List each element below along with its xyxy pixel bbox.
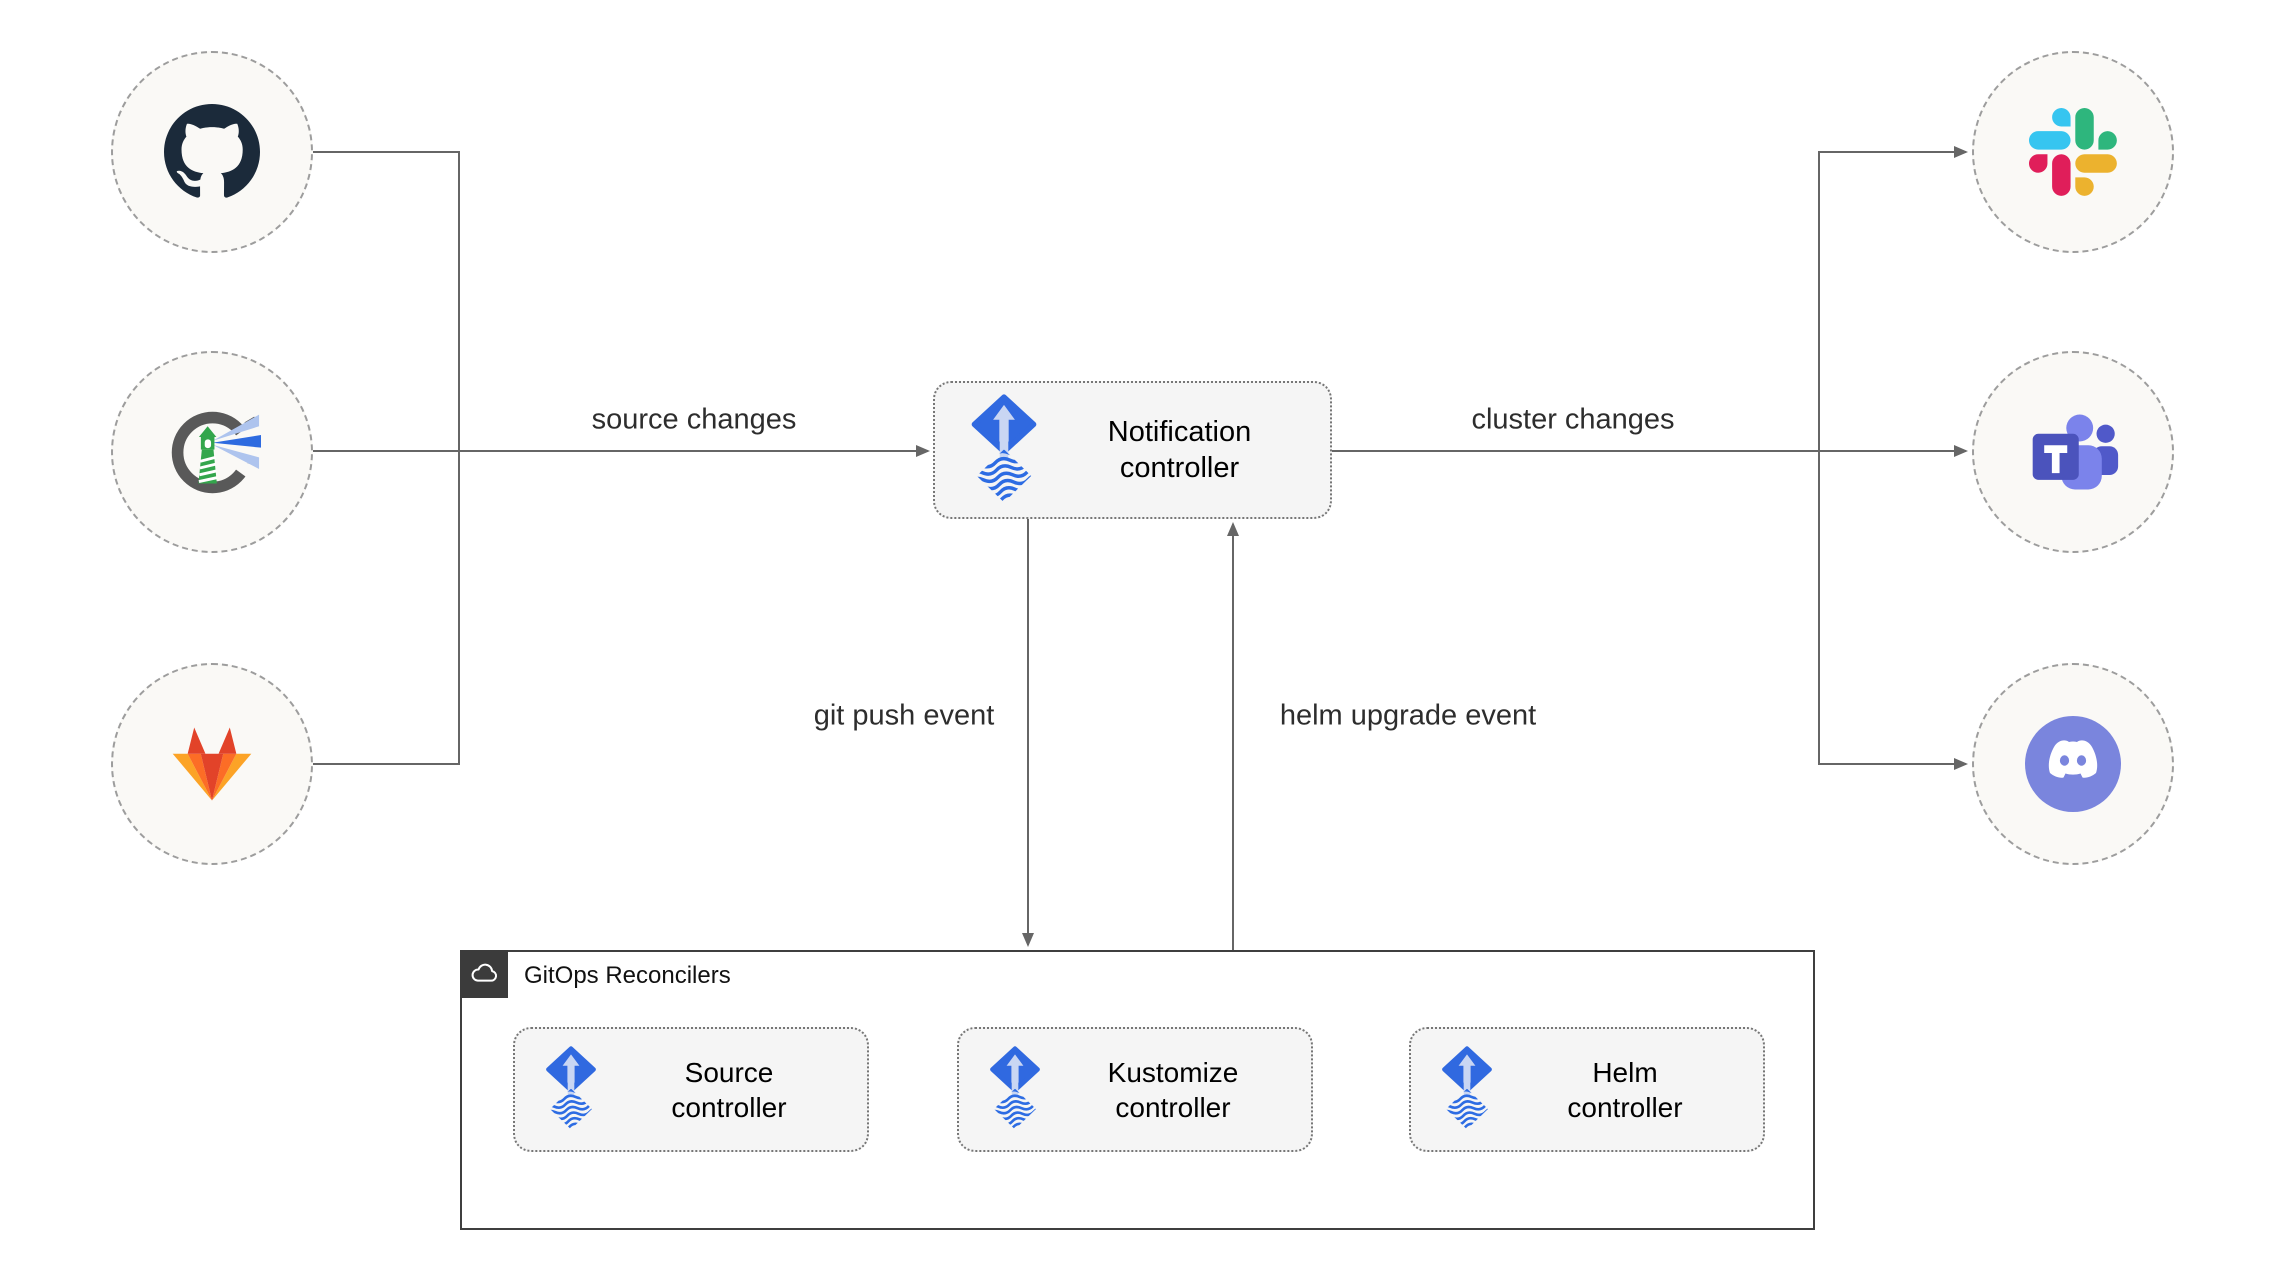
git-push-event-label: git push event bbox=[813, 699, 995, 732]
harbor-node bbox=[111, 351, 313, 553]
slack-node bbox=[1972, 51, 2174, 253]
notification-controller-label: Notification controller bbox=[1107, 416, 1252, 484]
edge-sources-trunk bbox=[313, 151, 460, 765]
flux-icon bbox=[1437, 1046, 1497, 1133]
discord-node bbox=[1972, 663, 2174, 865]
gitlab-icon bbox=[172, 727, 252, 801]
edge-cluster-changes-slack bbox=[1818, 146, 1968, 451]
cloud-icon bbox=[471, 963, 498, 982]
flux-icon bbox=[965, 394, 1043, 507]
helm-controller-box: Helm controller bbox=[1409, 1027, 1765, 1152]
github-icon bbox=[164, 104, 260, 198]
cluster-changes-label: cluster changes bbox=[1471, 403, 1675, 436]
kustomize-controller-box: Kustomize controller bbox=[957, 1027, 1313, 1152]
cloud-badge bbox=[460, 950, 508, 998]
teams-node bbox=[1972, 351, 2174, 553]
gitlab-node bbox=[111, 663, 313, 865]
notification-controller-box: Notification controller bbox=[933, 381, 1332, 519]
gitops-reconcilers-group: GitOps Reconcilers Source controller Kus… bbox=[460, 950, 1815, 1230]
gitops-reconcilers-title: GitOps Reconcilers bbox=[524, 962, 731, 989]
slack-icon bbox=[2029, 108, 2117, 196]
edge-cluster-changes-discord bbox=[1818, 451, 1968, 770]
discord-icon bbox=[2025, 716, 2121, 812]
harbor-icon bbox=[171, 411, 261, 493]
flux-icon bbox=[541, 1046, 601, 1133]
github-node bbox=[111, 51, 313, 253]
helm-upgrade-event-label: helm upgrade event bbox=[1279, 699, 1537, 732]
teams-icon bbox=[2032, 414, 2119, 490]
source-controller-label: Source controller bbox=[671, 1056, 787, 1123]
kustomize-controller-label: Kustomize controller bbox=[1107, 1056, 1239, 1123]
flux-icon bbox=[985, 1046, 1045, 1133]
source-controller-box: Source controller bbox=[513, 1027, 869, 1152]
source-changes-label: source changes bbox=[591, 403, 797, 436]
helm-controller-label: Helm controller bbox=[1567, 1056, 1683, 1123]
